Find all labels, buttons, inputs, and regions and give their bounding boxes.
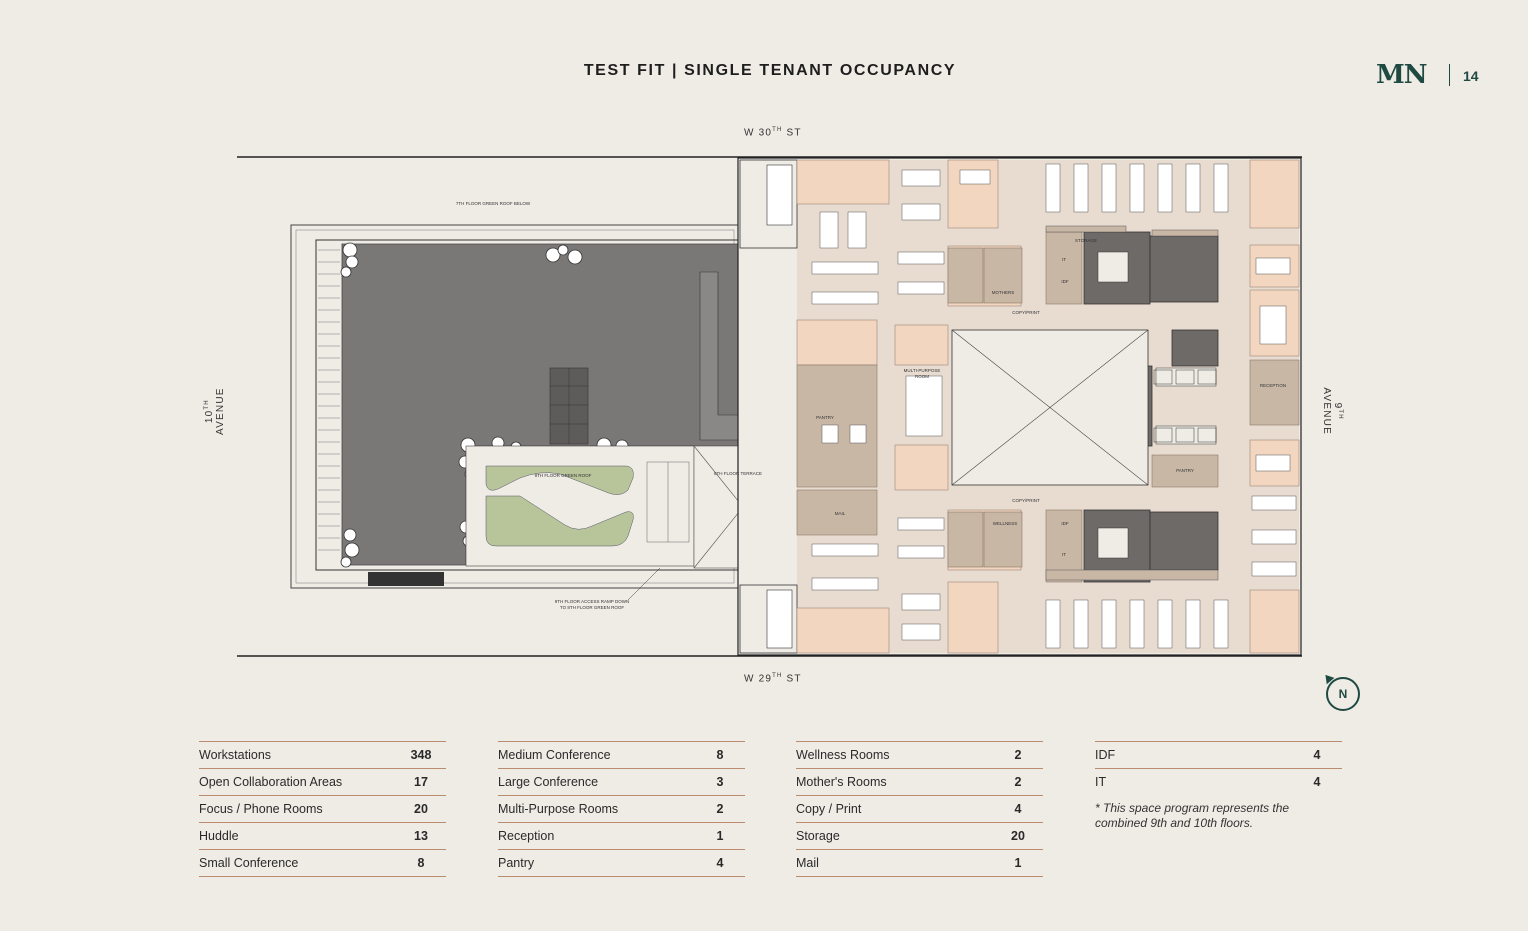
legend-row: Mother's Rooms 2 bbox=[796, 768, 1043, 795]
label-ramp-note-2: TO 8TH FLOOR GREEN ROOF bbox=[560, 605, 624, 610]
label-pantry: PANTRY bbox=[816, 415, 834, 420]
floor-plan: 7TH FLOOR GREEN ROOF BELOW 8TH FLOOR GRE… bbox=[237, 156, 1302, 657]
legend-row: Copy / Print 4 bbox=[796, 795, 1043, 822]
page-number: 14 bbox=[1463, 68, 1479, 84]
legend-value: 1 bbox=[1014, 856, 1022, 870]
legend-row: Reception 1 bbox=[498, 822, 745, 849]
legend-label: IDF bbox=[1095, 748, 1116, 762]
label-storage: STORAGE bbox=[1075, 238, 1097, 243]
legend-value: 20 bbox=[1011, 829, 1025, 843]
label-mothers: MOTHERS bbox=[992, 290, 1015, 295]
legend-value: 17 bbox=[414, 775, 428, 789]
legend-row: IT 4 bbox=[1095, 768, 1342, 795]
street-name: W 29 bbox=[744, 673, 773, 685]
north-compass-icon: N bbox=[1326, 677, 1360, 711]
label-reception: RECEPTION bbox=[1260, 383, 1286, 388]
legend-label: Mail bbox=[796, 856, 819, 870]
legend-column-2: Medium Conference 8 Large Conference 3 Mul… bbox=[498, 741, 745, 877]
label-pantry-east: PANTRY bbox=[1176, 468, 1194, 473]
legend-row: Small Conference 8 bbox=[199, 849, 446, 877]
street-ordinal: TH bbox=[772, 673, 783, 679]
legend-row: Storage 20 bbox=[796, 822, 1043, 849]
street-name: W 30 bbox=[744, 127, 773, 139]
program-note: * This space program represents the comb… bbox=[1095, 801, 1290, 830]
street-label-w30th: W 30TH ST bbox=[744, 127, 802, 138]
legend-label: IT bbox=[1095, 775, 1107, 789]
legend-label: Large Conference bbox=[498, 775, 599, 789]
legend-label: Medium Conference bbox=[498, 748, 611, 762]
legend-label: Focus / Phone Rooms bbox=[199, 802, 323, 816]
legend-label: Workstations bbox=[199, 748, 272, 762]
street-suffix: ST bbox=[782, 127, 802, 139]
label-idf-south: IDF bbox=[1061, 521, 1069, 526]
street-ordinal: TH bbox=[772, 127, 783, 133]
label-copy-print-south: COPY/PRINT bbox=[1012, 498, 1040, 503]
label-copy-print-north: COPY/PRINT bbox=[1012, 310, 1040, 315]
legend-label: Mother's Rooms bbox=[796, 775, 887, 789]
legend-label: Wellness Rooms bbox=[796, 748, 890, 762]
legend-row: Medium Conference 8 bbox=[498, 741, 745, 768]
legend-value: 13 bbox=[414, 829, 428, 843]
legend-label: Copy / Print bbox=[796, 802, 862, 816]
legend-value: 20 bbox=[414, 802, 428, 816]
street-label-w29th: W 29TH ST bbox=[744, 673, 802, 684]
legend-row: Huddle 13 bbox=[199, 822, 446, 849]
legend-value: 348 bbox=[410, 748, 432, 762]
legend-row: IDF 4 bbox=[1095, 741, 1342, 768]
legend-row: Open Collaboration Areas 17 bbox=[199, 768, 446, 795]
label-mail: MAIL bbox=[835, 511, 846, 516]
label-wellness: WELLNESS bbox=[993, 521, 1018, 526]
legend-row: Large Conference 3 bbox=[498, 768, 745, 795]
legend-value: 8 bbox=[417, 856, 425, 870]
legend-value: 4 bbox=[1313, 775, 1321, 789]
plan-labels: 7TH FLOOR GREEN ROOF BELOW 8TH FLOOR GRE… bbox=[456, 201, 1286, 610]
legend-row: Wellness Rooms 2 bbox=[796, 741, 1043, 768]
legend-label: Huddle bbox=[199, 829, 239, 843]
legend-label: Reception bbox=[498, 829, 555, 843]
main-building bbox=[737, 157, 1302, 656]
legend-column-4: IDF 4 IT 4 * This space program represents… bbox=[1095, 741, 1342, 831]
legend-row: Mail 1 bbox=[796, 849, 1043, 877]
legend-value: 2 bbox=[716, 802, 724, 816]
label-multipurpose-1: MULTI-PURPOSE bbox=[904, 368, 941, 373]
label-it: IT bbox=[1062, 257, 1066, 262]
legend-value: 2 bbox=[1014, 748, 1022, 762]
legend-column-1: Workstations 348 Open Collaboration Areas… bbox=[199, 741, 446, 877]
label-it-south: IT bbox=[1062, 552, 1066, 557]
legend-value: 2 bbox=[1014, 775, 1022, 789]
label-ramp-note-1: 9TH FLOOR ACCESS RAMP DOWN bbox=[555, 599, 629, 604]
legend-value: 8 bbox=[716, 748, 724, 762]
label-multipurpose-2: ROOM bbox=[915, 374, 929, 379]
legend-label: Multi-Purpose Rooms bbox=[498, 802, 619, 816]
label-terrace-8: 8TH FLOOR TERRACE bbox=[714, 471, 762, 476]
ramp-leader-line bbox=[627, 567, 661, 601]
legend-value: 4 bbox=[1313, 748, 1321, 762]
label-idf: IDF bbox=[1061, 279, 1069, 284]
label-green-roof-8: 8TH FLOOR GREEN ROOF bbox=[535, 473, 592, 478]
legend-value: 4 bbox=[716, 856, 724, 870]
brand-logo: MN bbox=[1376, 60, 1428, 90]
legend-row: Workstations 348 bbox=[199, 741, 446, 768]
workstation-bank bbox=[811, 163, 1297, 649]
street-suffix: ST bbox=[782, 673, 802, 685]
legend-value: 4 bbox=[1014, 802, 1022, 816]
legend-label: Open Collaboration Areas bbox=[199, 775, 343, 789]
legend-label: Storage bbox=[796, 829, 840, 843]
legend-label: Pantry bbox=[498, 856, 535, 870]
legend-label: Small Conference bbox=[199, 856, 299, 870]
legend-row: Multi-Purpose Rooms 2 bbox=[498, 795, 745, 822]
legend-value: 3 bbox=[716, 775, 724, 789]
legend-row: Focus / Phone Rooms 20 bbox=[199, 795, 446, 822]
logo-divider bbox=[1449, 64, 1450, 86]
legend-value: 1 bbox=[716, 829, 724, 843]
label-green-roof-below: 7TH FLOOR GREEN ROOF BELOW bbox=[456, 201, 531, 206]
legend-row: Pantry 4 bbox=[498, 849, 745, 877]
legend-column-3: Wellness Rooms 2 Mother's Rooms 2 Copy / P… bbox=[796, 741, 1043, 877]
page-title: TEST FIT | SINGLE TENANT OCCUPANCY bbox=[583, 62, 957, 79]
